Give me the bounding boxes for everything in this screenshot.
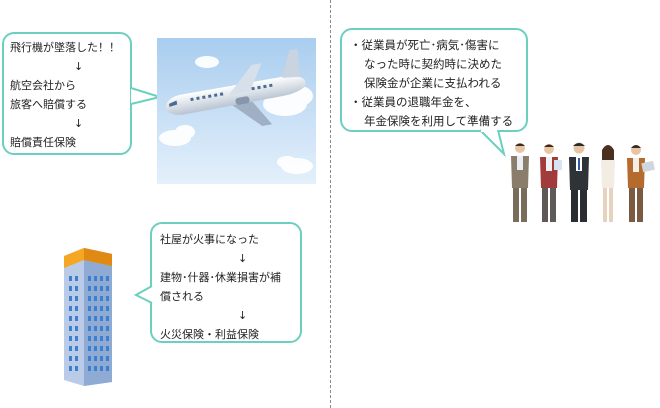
person-figure bbox=[540, 144, 562, 222]
bubble-line: 火災保険・利益保険 bbox=[160, 328, 259, 341]
bubble-line: なった時に契約時に決めた bbox=[364, 57, 502, 71]
bubble-tail bbox=[133, 285, 153, 304]
bubble-line: 償される bbox=[160, 290, 204, 303]
down-arrow: ↓ bbox=[238, 309, 248, 322]
bubble-line: 旅客へ賠償する bbox=[10, 98, 87, 111]
down-arrow: ↓ bbox=[74, 60, 84, 73]
employees-illustration bbox=[511, 142, 655, 222]
person-figure bbox=[569, 142, 589, 222]
center-divider bbox=[330, 0, 331, 408]
person-figure bbox=[601, 145, 615, 222]
bubble-line: ・従業員が死亡･病気･傷害に bbox=[350, 38, 500, 52]
bubble-line: 航空会社から bbox=[10, 79, 76, 92]
airplane-illustration bbox=[157, 38, 316, 184]
bubble-tail bbox=[479, 128, 506, 158]
liability-insurance-bubble: 飛行機が墜落した！！ ↓ 航空会社から 旅客へ賠償する ↓ 賠償責任保険 bbox=[2, 32, 132, 155]
person-figure bbox=[511, 143, 529, 222]
bubble-line: 飛行機が墜落した！！ bbox=[10, 41, 120, 54]
bubble-line: 社屋が火事になった bbox=[160, 233, 259, 246]
employee-insurance-bubble: ・従業員が死亡･病気･傷害に なった時に契約時に決めた 保険金が企業に支払われる… bbox=[340, 28, 528, 132]
bubble-line: 保険金が企業に支払われる bbox=[364, 76, 502, 90]
down-arrow: ↓ bbox=[74, 117, 84, 130]
person-figure bbox=[627, 145, 655, 222]
bubble-line: 建物･什器･休業損害が補 bbox=[160, 271, 281, 284]
bubble-line: 年金保険を利用して準備する bbox=[364, 114, 514, 128]
fire-insurance-bubble: 社屋が火事になった ↓ 建物･什器･休業損害が補 償される ↓ 火災保険・利益保… bbox=[150, 222, 302, 343]
bubble-line: ・従業員の退職年金を、 bbox=[350, 95, 477, 109]
bubble-line: 賠償責任保険 bbox=[10, 136, 76, 149]
down-arrow: ↓ bbox=[238, 252, 248, 265]
office-building-illustration bbox=[64, 248, 112, 386]
